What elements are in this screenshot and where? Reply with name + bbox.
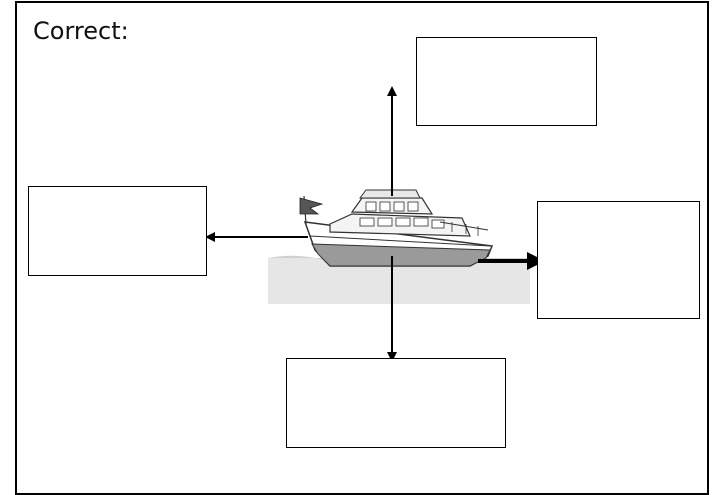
force-label-box-left[interactable] [28,186,207,276]
force-label-box-top[interactable] [416,37,597,126]
force-label-box-bottom[interactable] [286,358,506,448]
force-label-box-right[interactable] [537,201,700,319]
heading: Correct: [33,17,129,45]
boat-icon [299,176,494,267]
